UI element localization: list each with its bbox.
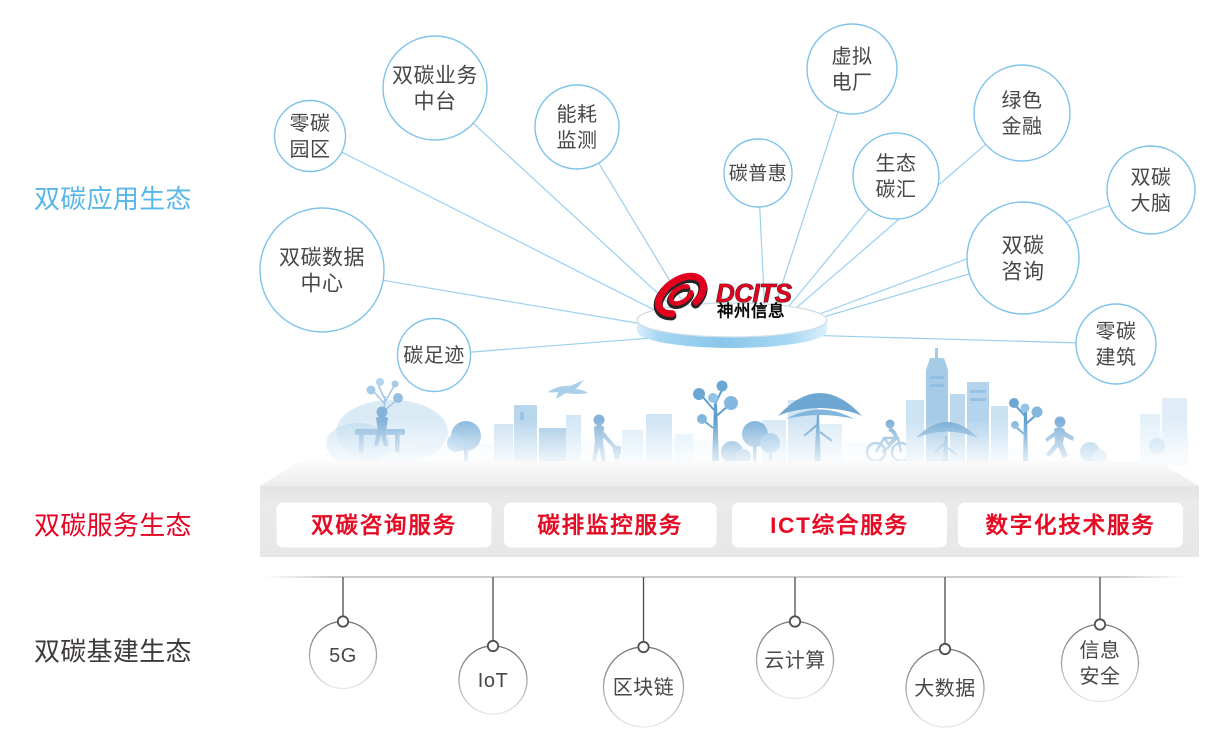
- dcits-logo: DCITS 神州信息: [653, 272, 794, 321]
- app-bubble-energy-monitoring: 能耗监测: [534, 84, 620, 170]
- infra-connector-dot: [938, 642, 952, 656]
- bubble-circle: [396, 317, 472, 393]
- connector-line-virtual-power-plant: [765, 68, 853, 335]
- bubble-circle: [1106, 145, 1196, 235]
- service-box-ict-service: ICT综合服务: [732, 502, 947, 548]
- bubble-label: 碳足迹: [403, 344, 465, 367]
- infra-connector-dot: [486, 639, 500, 653]
- infra-node-blockchain: 区块链: [602, 577, 685, 728]
- app-bubble-dual-carbon-consulting: 双碳咨询: [966, 201, 1080, 315]
- infra-label: 区块链: [613, 676, 675, 699]
- disc-side: [637, 320, 827, 348]
- tier-label-infrastructure: 双碳基建生态: [34, 637, 192, 667]
- bubble-label: 零碳园区: [290, 112, 331, 161]
- infra-node-iot: IoT: [458, 577, 528, 715]
- bubble-label: 绿色金融: [1002, 89, 1043, 138]
- infra-connector-dot: [788, 615, 802, 628]
- infra-connector-dot: [637, 640, 650, 654]
- infra-label: IoT: [478, 670, 508, 692]
- service-box-label: 数字化技术服务: [985, 512, 1155, 538]
- bubble-label: 双碳业务中台: [392, 64, 478, 113]
- app-bubble-dual-carbon-brain: 双碳大脑: [1106, 145, 1196, 235]
- bubble-circle: [382, 35, 488, 141]
- infra-node-bigdata: 大数据: [905, 577, 985, 728]
- bubble-label: 能耗监测: [557, 103, 598, 152]
- service-box-digital-service: 数字化技术服务: [958, 502, 1183, 548]
- connector-line-zero-carbon-park: [309, 135, 703, 335]
- infra-label: 云计算: [764, 649, 826, 672]
- infra-connector-dot: [336, 615, 350, 628]
- connector-line-green-finance: [765, 112, 1023, 335]
- infra-label: 大数据: [914, 677, 976, 700]
- app-bubble-green-finance: 绿色金融: [973, 64, 1071, 162]
- connector-line-dual-carbon-brain: [765, 189, 1152, 335]
- service-box-consult-service: 双碳咨询服务: [276, 502, 492, 548]
- app-bubble-virtual-power-plant: 虚拟电厂: [806, 23, 898, 115]
- bubble-circle: [259, 207, 385, 333]
- service-box-bg: [958, 502, 1183, 548]
- service-box-label: 碳排监控服务: [537, 512, 683, 538]
- platform-top-face: [260, 461, 1199, 486]
- infra-label: 信息安全: [1080, 639, 1121, 688]
- dcits-swirl-icon: [653, 272, 708, 321]
- bubble-circle: [973, 64, 1071, 162]
- bubble-label: 生态碳汇: [876, 152, 917, 201]
- bubble-label: 虚拟电厂: [832, 45, 873, 94]
- bubble-circle: [966, 201, 1080, 315]
- service-box-label: ICT综合服务: [770, 512, 909, 538]
- service-box-label: 双碳咨询服务: [311, 512, 457, 538]
- bubble-circle: [852, 132, 940, 220]
- bubble-label: 碳普惠: [729, 163, 788, 185]
- service-boxes: 双碳咨询服务 碳排监控服务 ICT综合服务 数字化技术服务: [276, 502, 1183, 548]
- disc-top: [636, 302, 828, 338]
- bubble-label: 双碳大脑: [1131, 166, 1172, 215]
- bubble-circle: [534, 84, 620, 170]
- app-bubble-zero-carbon-park: 零碳园区: [273, 99, 347, 173]
- dcits-wordmark: DCITS: [716, 278, 793, 308]
- infra-label: 5G: [329, 645, 357, 667]
- service-box-bg: [504, 502, 717, 548]
- infra-node-cloud: 云计算: [755, 577, 835, 700]
- connector-line-zero-carbon-building: [765, 333, 1117, 345]
- bubble-circle: [1075, 303, 1157, 385]
- service-box-bg: [276, 502, 492, 548]
- app-bubble-carbon-footprint: 碳足迹: [396, 317, 472, 393]
- connector-line-dual-carbon-midplatform: [434, 87, 703, 335]
- app-bubble-zero-carbon-building: 零碳建筑: [1075, 303, 1157, 385]
- bubble-circle: [723, 138, 793, 208]
- service-box-bg: [732, 502, 947, 548]
- infra-circle: [1060, 623, 1140, 703]
- service-box-monitor-service: 碳排监控服务: [504, 502, 717, 548]
- bird-icon: [548, 380, 588, 399]
- infra-node-infosec: 信息安全: [1060, 577, 1140, 703]
- infra-node-5g: 5G: [308, 577, 378, 690]
- bubble-label: 双碳咨询: [1002, 234, 1045, 283]
- dcits-company-name: 神州信息: [717, 301, 785, 321]
- hub-disc: [636, 302, 828, 348]
- bubble-circle: [273, 99, 347, 173]
- bubble-label: 零碳建筑: [1096, 320, 1137, 369]
- tier-label-service: 双碳服务生态: [34, 511, 192, 541]
- app-bubble-dual-carbon-midplatform: 双碳业务中台: [382, 35, 488, 141]
- infra-connector-dot: [1093, 618, 1107, 631]
- app-bubble-carbon-inclusion: 碳普惠: [723, 138, 793, 208]
- tier-label-application: 双碳应用生态: [34, 184, 192, 214]
- app-bubble-dual-carbon-datacenter: 双碳数据中心: [259, 207, 385, 333]
- bubble-circle: [806, 23, 898, 115]
- bubble-label: 双碳数据中心: [279, 246, 365, 295]
- app-bubble-eco-carbon-sink: 生态碳汇: [852, 132, 940, 220]
